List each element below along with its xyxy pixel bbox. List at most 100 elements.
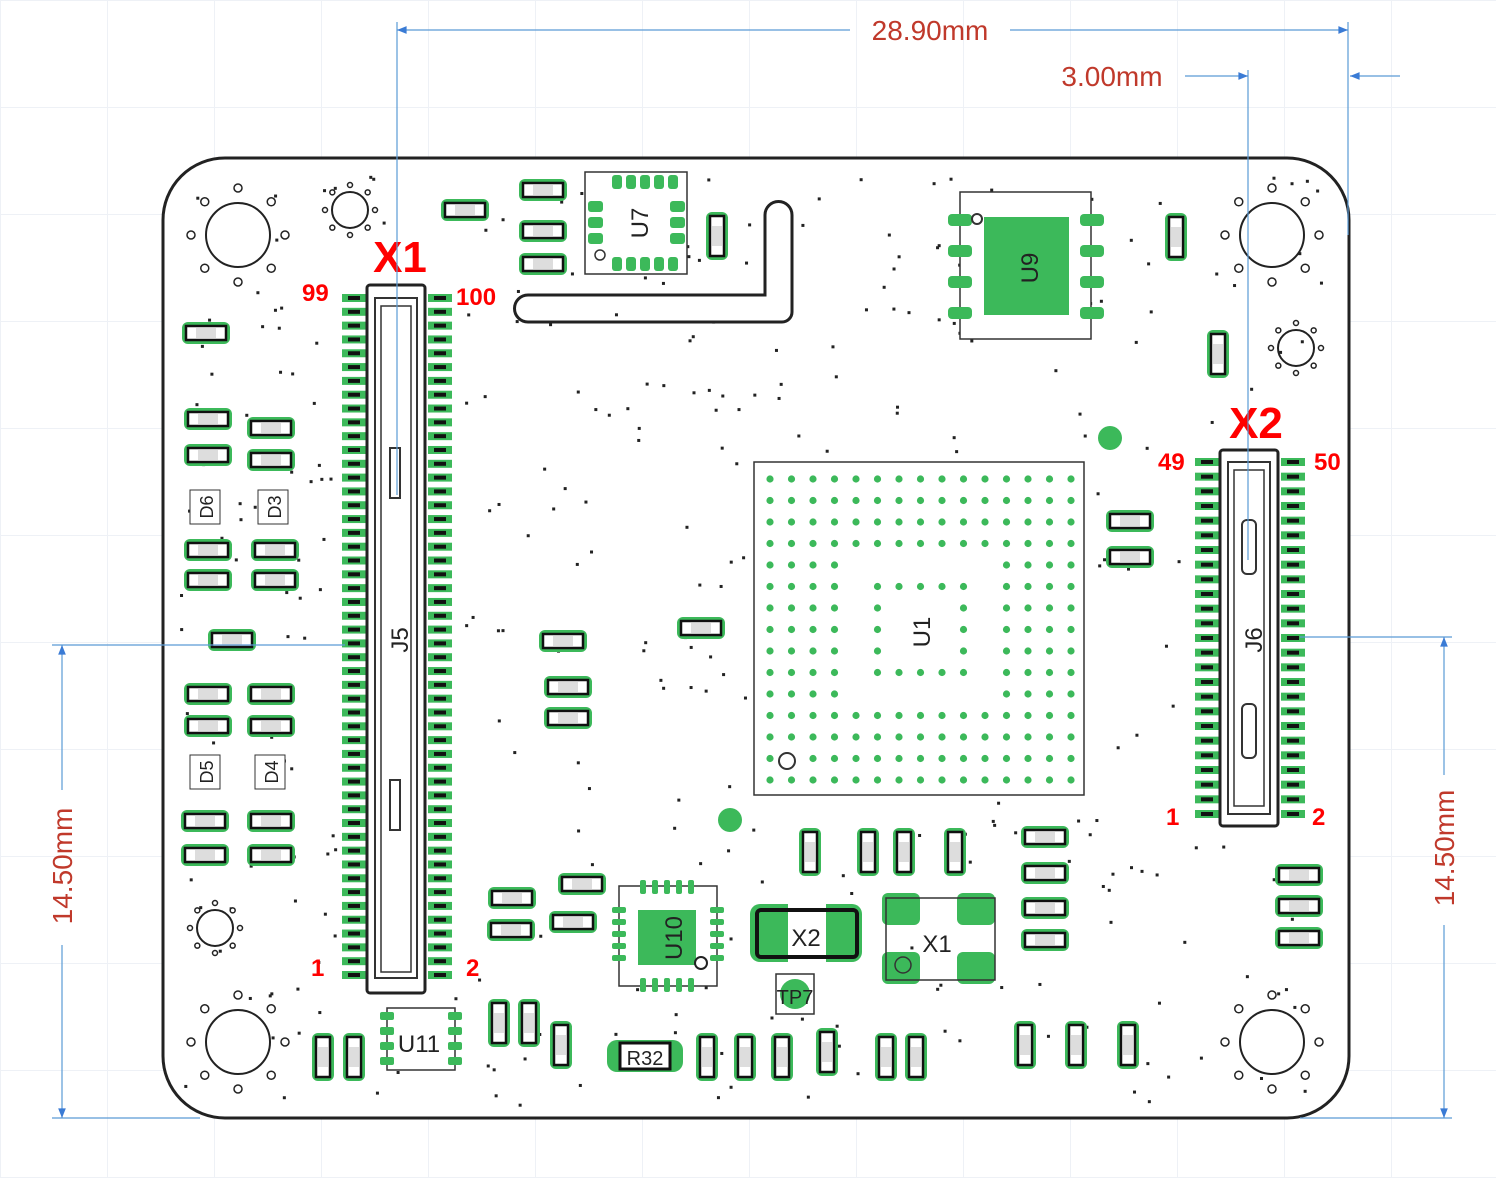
x2-crystal[interactable]: X2 (750, 904, 862, 962)
bga-ball (787, 733, 796, 741)
ic-pad (612, 955, 626, 961)
ic-pad (948, 245, 972, 257)
bga-ball (1045, 539, 1054, 548)
via (180, 594, 184, 598)
bga-ball (830, 776, 839, 784)
via (375, 1091, 379, 1095)
bga-ball (830, 582, 839, 591)
passive-component (184, 408, 232, 430)
tp7-testpoint[interactable]: TP7 (775, 973, 815, 1015)
passive-component (696, 1033, 718, 1081)
via (249, 864, 253, 868)
via (704, 689, 708, 693)
ic-pad (670, 217, 685, 228)
bga-ball (766, 604, 774, 612)
passive-component (184, 444, 232, 466)
u9-chip[interactable]: U9 (948, 191, 1104, 340)
bga-ball (1067, 561, 1075, 569)
ic-pad (676, 978, 682, 992)
r32-resistor[interactable]: R32 (607, 1040, 683, 1072)
bga-ball (916, 733, 925, 741)
bga-ball (830, 561, 839, 569)
via (1107, 888, 1111, 892)
x1-oscillator[interactable]: X1 (882, 893, 996, 984)
u11-chip[interactable]: U11 (380, 1007, 462, 1071)
d6-diode[interactable]: D6 (189, 489, 221, 525)
u1-label: U1 (909, 617, 936, 648)
passive-component (544, 676, 592, 698)
via (513, 751, 517, 755)
via (817, 197, 821, 201)
ic-pad (654, 257, 664, 271)
bga-ball (852, 776, 860, 784)
ic-pad (948, 307, 972, 319)
via (471, 615, 475, 619)
d5-diode[interactable]: D5 (189, 754, 221, 790)
bga-ball (873, 711, 882, 720)
via (949, 177, 953, 181)
bga-ball (1024, 733, 1032, 741)
x2-pin-2: 2 (1312, 804, 1325, 831)
ic-pad (448, 1012, 462, 1020)
via (1250, 387, 1254, 391)
via (515, 320, 519, 324)
via (1284, 988, 1288, 992)
bga-ball (959, 625, 968, 634)
via (1316, 189, 1320, 193)
via (245, 413, 249, 417)
bga-ball (938, 539, 946, 548)
ic-pad (670, 233, 685, 244)
u10-chip[interactable]: U10 (612, 880, 724, 992)
bga-ball (916, 754, 925, 763)
connector-x1[interactable]: J5 (342, 283, 452, 995)
via (196, 196, 200, 200)
via (1145, 446, 1149, 450)
bga-ball (1045, 604, 1054, 612)
bga-ball (1045, 561, 1054, 569)
u1-bga[interactable]: U1 (753, 461, 1085, 796)
via (587, 787, 591, 791)
via (918, 833, 922, 837)
passive-components (181, 179, 1323, 1081)
via (248, 996, 252, 1000)
x2-pin-50: 50 (1314, 449, 1341, 476)
via (323, 189, 327, 193)
via (1111, 872, 1115, 876)
via (779, 382, 783, 386)
bga-ball (766, 711, 774, 720)
passive-component (893, 828, 915, 876)
bga-ball (959, 539, 968, 548)
via (607, 413, 611, 417)
via (199, 906, 203, 910)
via (580, 192, 584, 196)
bga-ball (873, 754, 882, 763)
via (501, 218, 505, 222)
bga-ball (916, 711, 925, 720)
via (483, 395, 487, 399)
via (614, 313, 618, 317)
via (1290, 917, 1294, 921)
connector-x2[interactable]: J6 (1195, 448, 1305, 828)
bga-ball (1067, 604, 1075, 612)
passive-component (343, 1033, 365, 1081)
bga-ball (809, 625, 817, 634)
via (484, 228, 488, 232)
ic-pad (612, 257, 622, 271)
bga-ball (1045, 625, 1054, 634)
d4-diode[interactable]: D4 (254, 754, 286, 790)
via (939, 983, 943, 987)
passive-component (558, 873, 606, 895)
via (322, 537, 326, 541)
passive-component (734, 1033, 756, 1081)
via (1279, 350, 1283, 354)
bga-ball (852, 733, 860, 741)
via (907, 311, 911, 315)
bga-ball (830, 690, 839, 698)
d3-diode[interactable]: D3 (257, 489, 289, 525)
u9-label: U9 (1017, 253, 1044, 284)
via (238, 502, 242, 506)
u7-chip[interactable]: U7 (584, 171, 688, 275)
bga-ball (766, 776, 774, 784)
via (1127, 567, 1131, 571)
bga-ball (1024, 647, 1032, 655)
